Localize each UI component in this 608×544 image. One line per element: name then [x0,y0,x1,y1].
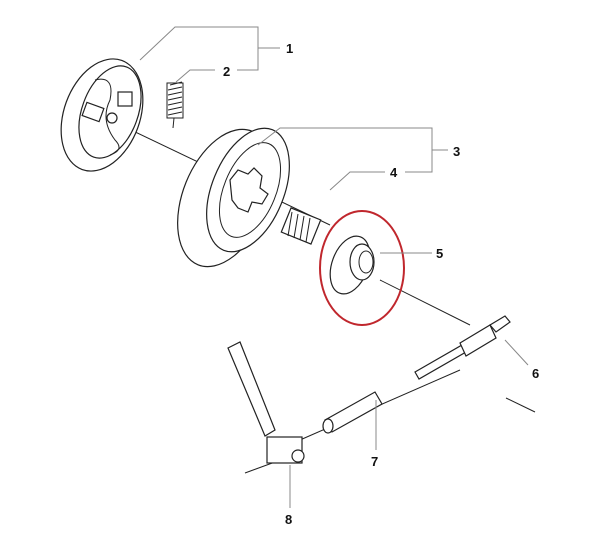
clutch-drum-part[interactable] [159,116,306,281]
needle-bearing-part[interactable] [280,207,322,245]
assembly-axis-mid [379,279,471,326]
assembly-axis-left [244,461,276,474]
callout-label-4: 4 [390,165,398,180]
callout-label-1: 1 [286,41,293,56]
callout-label-2: 2 [223,64,230,79]
highlight-circle [319,210,405,326]
callout-label-6: 6 [532,366,539,381]
callout-label-8: 8 [285,512,292,527]
sleeve-part[interactable] [322,391,383,434]
assembly-axis-right [505,397,536,413]
callout-label-5: 5 [436,246,443,261]
spring-part[interactable] [166,81,184,129]
tool-part[interactable] [227,341,305,464]
rim-sprocket-part[interactable] [323,231,377,300]
callout-label-7: 7 [371,454,378,469]
callout-label-3: 3 [453,144,460,159]
shaft-part[interactable] [414,315,511,380]
clutch-part[interactable] [46,48,157,183]
leader-lines [139,26,529,508]
